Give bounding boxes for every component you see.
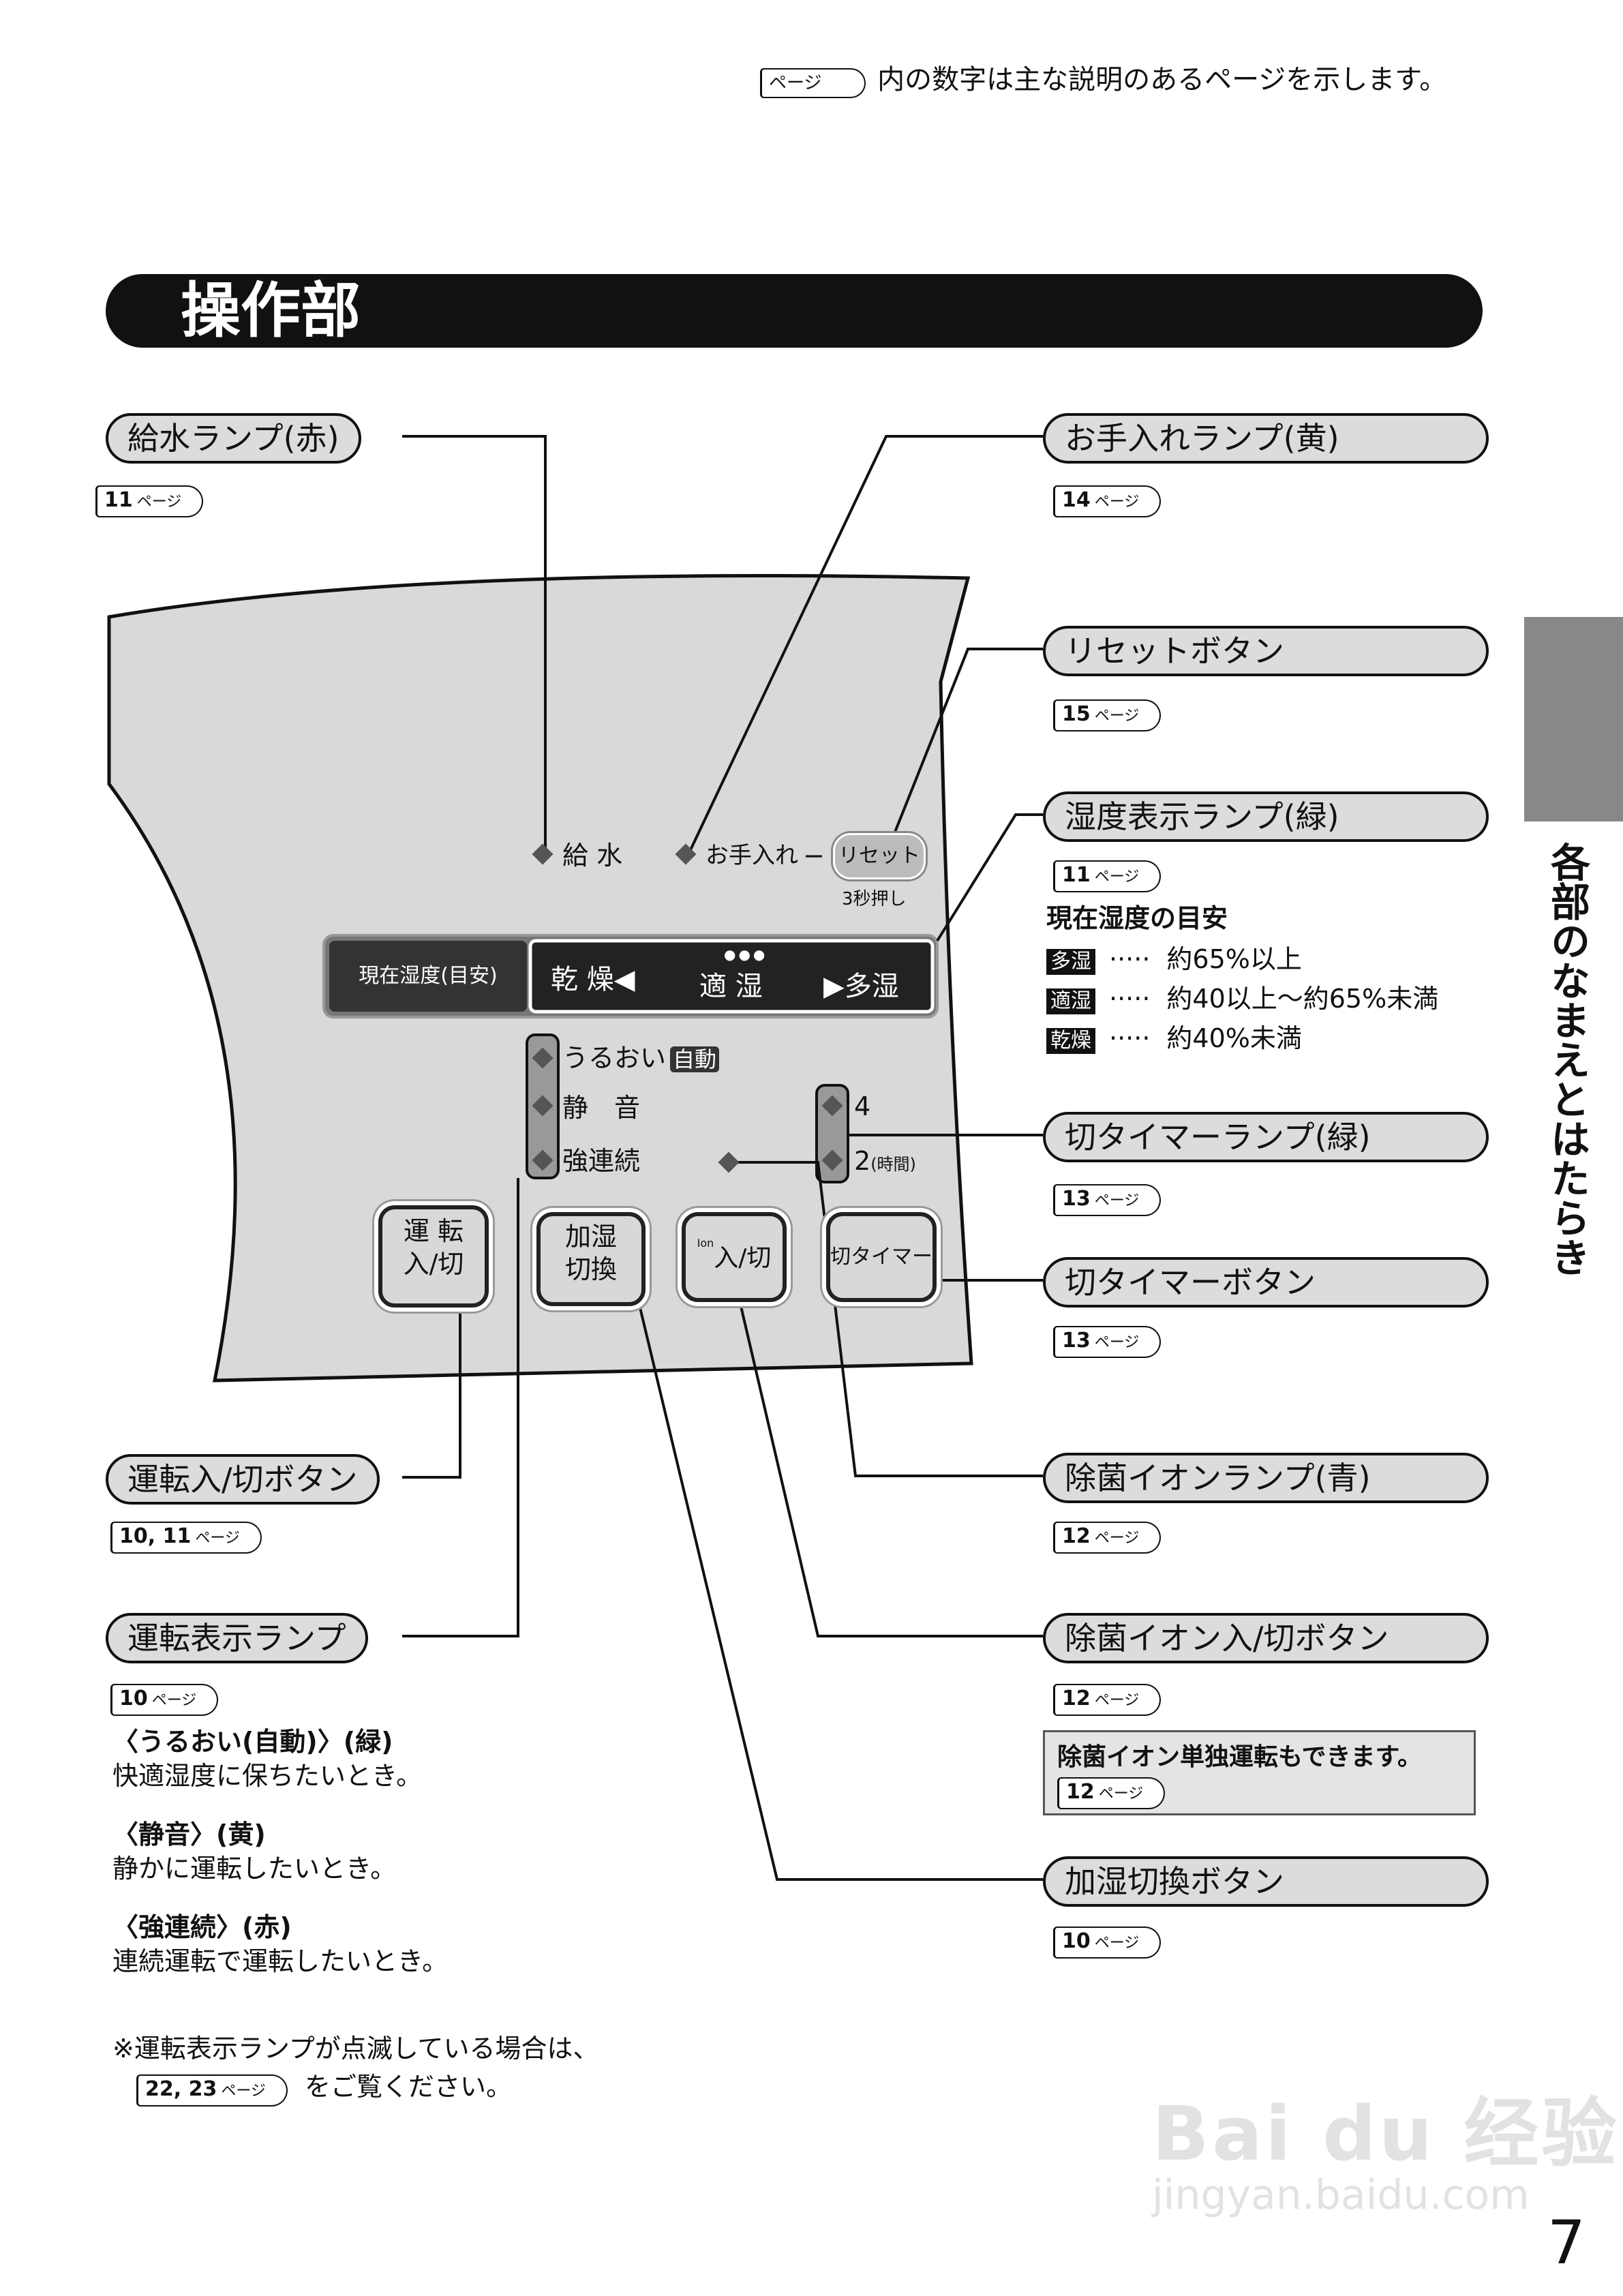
header-note: ページ 内の数字は主な説明のあるページを示します。 bbox=[760, 63, 1446, 98]
page-ref-tag: ページ bbox=[760, 68, 866, 98]
humidify-switch-button[interactable]: 加湿 切換 bbox=[536, 1212, 646, 1306]
run-mode-desc: 連続運転で運転したいとき。 bbox=[112, 1946, 449, 1976]
power-button-line2: 入/切 bbox=[403, 1249, 464, 1279]
dash: − bbox=[803, 841, 825, 871]
mode-quiet-label: 静 音 bbox=[562, 1093, 641, 1123]
humidity-display-inner bbox=[528, 939, 935, 1014]
header-note-text: 内の数字は主な説明のあるページを示します。 bbox=[877, 64, 1447, 95]
humidity-ok: 適 湿 bbox=[699, 971, 763, 1002]
ion-lamp bbox=[718, 1151, 740, 1173]
humidity-guide: 現在湿度の目安 多湿·····約65%以上 適湿·····約40以上〜約65%未… bbox=[1046, 901, 1438, 1055]
ion-button-label: 入/切 bbox=[714, 1244, 772, 1272]
section-title-bar: 操作部 bbox=[106, 274, 1483, 348]
blink-note-line1: ※運転表示ランプが点滅している場合は、 bbox=[112, 2034, 599, 2064]
callout-run-lamp: 運転表示ランプ bbox=[106, 1613, 368, 1663]
callout-care-lamp: お手入れランプ(黄) bbox=[1043, 413, 1489, 464]
run-mode-desc: 静かに運転したいとき。 bbox=[112, 1854, 397, 1884]
humidity-dry: 乾 燥◀ bbox=[551, 964, 635, 995]
off-timer-button[interactable]: 切タイマー bbox=[826, 1212, 937, 1302]
humidity-label-bg bbox=[329, 941, 527, 1012]
side-tab-label: 各部のなまえとはたらき bbox=[1544, 842, 1590, 1277]
ion-button[interactable]: Ion入/切 bbox=[682, 1212, 787, 1302]
timer4-lamp bbox=[821, 1095, 843, 1117]
connector-lines bbox=[402, 435, 1043, 1881]
humidity-guide-title: 現在湿度の目安 bbox=[1046, 903, 1228, 933]
mode-uruoi-label: うるおい自動 bbox=[562, 1041, 720, 1076]
humidify-button-line2: 切換 bbox=[564, 1254, 617, 1284]
power-button[interactable]: 運 転 入/切 bbox=[378, 1205, 489, 1308]
reset-button[interactable]: リセット bbox=[833, 833, 926, 879]
callout-water-lamp: 給水ランプ(赤) bbox=[106, 413, 361, 464]
reset-hint: 3秒押し bbox=[842, 889, 907, 909]
humidity-guide-row: 適湿·····約40以上〜約65%未満 bbox=[1046, 982, 1438, 1016]
section-title: 操作部 bbox=[181, 275, 361, 346]
power-button-line1: 運 転 bbox=[403, 1216, 464, 1246]
run-mode-title: 〈うるおい(自動)〉(緑) bbox=[112, 1727, 393, 1757]
callout-timer-lamp: 切タイマーランプ(緑) bbox=[1043, 1112, 1489, 1162]
ion-note-text: 除菌イオン単独運転もできます。 bbox=[1057, 1743, 1422, 1771]
run-mode-desc: 快適湿度に保ちたいとき。 bbox=[112, 1761, 423, 1791]
humidity-dots: ●●● bbox=[724, 946, 768, 963]
run-mode-title: 〈静音〉(黄) bbox=[112, 1819, 266, 1849]
ion-icon: Ion bbox=[697, 1237, 714, 1250]
callout-ion-lamp: 除菌イオンランプ(青) bbox=[1043, 1453, 1489, 1503]
humidity-label: 現在湿度(目安) bbox=[359, 964, 498, 988]
run-mode-title: 〈強連続〉(赤) bbox=[112, 1912, 292, 1942]
humidity-guide-row: 乾燥·····約40%未満 bbox=[1046, 1021, 1438, 1055]
callout-humidify-button: 加湿切換ボタン bbox=[1043, 1856, 1489, 1907]
callout-power-button: 運転入/切ボタン bbox=[106, 1454, 380, 1505]
blink-note-line2: をご覧ください。 bbox=[305, 2072, 513, 2102]
run-modes: 〈うるおい(自動)〉(緑) 快適湿度に保ちたいとき。 〈静音〉(黄) 静かに運転… bbox=[112, 1725, 448, 1978]
callout-humidity-lamp: 湿度表示ランプ(緑) bbox=[1043, 791, 1489, 842]
water-lamp-label: 給 水 bbox=[562, 841, 623, 871]
callout-ion-button: 除菌イオン入/切ボタン bbox=[1043, 1613, 1489, 1663]
callout-timer-button: 切タイマーボタン bbox=[1043, 1257, 1489, 1308]
humidity-wet: ▶多湿 bbox=[823, 971, 899, 1002]
watermark-url: jingyan.baidu.com bbox=[1152, 2171, 1530, 2219]
page-number: 7 bbox=[1547, 2207, 1586, 2278]
care-lamp-label: お手入れ bbox=[706, 842, 798, 869]
watermark-logo: Bai du 经验 bbox=[1152, 2090, 1620, 2177]
reset-button-label: リセット bbox=[838, 844, 920, 868]
timer-4-label: 4 bbox=[854, 1091, 871, 1121]
timer2-lamp bbox=[821, 1149, 843, 1171]
timer-2-label: 2(時間) bbox=[854, 1146, 916, 1176]
mode-strong-label: 強連続 bbox=[562, 1146, 641, 1176]
humidify-button-line1: 加湿 bbox=[564, 1222, 617, 1252]
off-timer-button-label: 切タイマー bbox=[830, 1245, 932, 1269]
callout-reset-button: リセットボタン bbox=[1043, 626, 1489, 676]
humidity-guide-row: 多湿·····約65%以上 bbox=[1046, 942, 1438, 976]
side-tab bbox=[1524, 617, 1623, 821]
